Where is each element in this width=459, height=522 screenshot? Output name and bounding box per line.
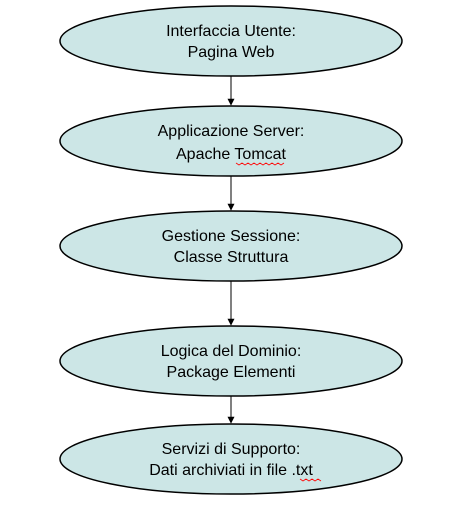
node-domain-logic-shape: [59, 325, 403, 397]
node-user-interface-subtitle: Pagina Web: [188, 44, 275, 61]
node-support-services-shape: [59, 423, 403, 495]
spellcheck-underline-txt: [299, 478, 322, 482]
spellcheck-underline-tomcat: [235, 162, 285, 166]
node-user-interface: Interfaccia Utente: Pagina Web: [59, 5, 403, 77]
node-domain-logic-subtitle: Package Elementi: [167, 364, 296, 381]
node-domain-logic-title: Logica del Dominio:: [161, 343, 302, 360]
node-session-management-shape: [59, 210, 403, 282]
node-session-management-title: Gestione Sessione:: [162, 228, 301, 245]
node-user-interface-title: Interfaccia Utente:: [166, 23, 296, 40]
node-application-server-shape: [59, 105, 403, 177]
node-domain-logic: Logica del Dominio: Package Elementi: [59, 325, 403, 397]
node-support-services: Servizi di Supporto: Dati archiviati in …: [59, 423, 403, 495]
node-session-management: Gestione Sessione: Classe Struttura: [59, 210, 403, 282]
node-user-interface-shape: [59, 5, 403, 77]
node-application-server-subtitle: Apache Tomcat: [176, 146, 287, 163]
node-application-server: Applicazione Server: Apache Tomcat: [59, 105, 403, 177]
node-support-services-subtitle: Dati archiviati in file .txt: [149, 462, 313, 479]
node-support-services-title: Servizi di Supporto:: [162, 441, 301, 458]
node-session-management-subtitle: Classe Struttura: [174, 249, 289, 266]
node-application-server-title: Applicazione Server:: [158, 123, 305, 140]
